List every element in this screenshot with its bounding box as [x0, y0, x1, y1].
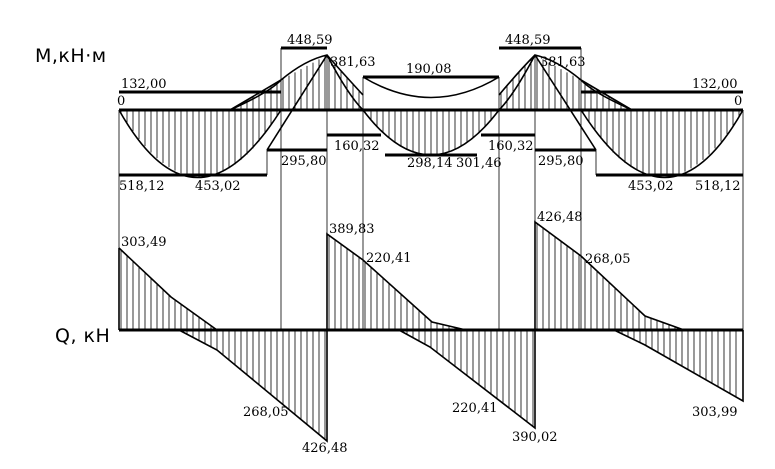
moment-value-label: 381,63: [540, 55, 586, 70]
moment-value-label: 132,00: [121, 77, 167, 92]
moment-hatching: [120, 56, 740, 177]
moment-curves: [118, 54, 744, 179]
moment-end-label-left: 0: [117, 94, 125, 109]
moment-value-label: 518,12: [119, 179, 165, 194]
moment-value-label: 453,02: [628, 179, 674, 194]
projection-lines: [118, 48, 744, 330]
shear-axis-title: Q, кН: [55, 325, 110, 347]
shear-value-label: 268,05: [585, 252, 631, 267]
moment-value-label: 295,80: [538, 154, 584, 169]
moment-bars: [119, 46, 743, 177]
moment-value-label: 160,32: [488, 139, 534, 154]
shear-value-label: 268,05: [243, 405, 289, 420]
shear-value-label: 220,41: [366, 251, 412, 266]
moment-value-label: 160,32: [334, 139, 380, 154]
moment-value-label: 381,63: [330, 55, 376, 70]
moment-value-label: 448,59: [287, 33, 333, 48]
shear-value-label: 390,02: [512, 430, 558, 445]
moment-value-label: 295,80: [281, 154, 327, 169]
moment-value-label: 132,00: [692, 77, 738, 92]
shear-value-label: 426,48: [537, 210, 583, 225]
moment-value-label: 453,02: [195, 179, 241, 194]
shear-value-label: 426,48: [302, 441, 348, 456]
moment-axis-title: M,кН·м: [35, 45, 107, 67]
shear-value-label: 303,49: [121, 235, 167, 250]
shear-value-label: 389,83: [329, 222, 375, 237]
moment-value-label: 301,46: [456, 156, 502, 171]
shear-value-label: 220,41: [452, 401, 498, 416]
shear-hatching: [120, 223, 737, 440]
moment-value-label: 518,12: [695, 179, 741, 194]
moment-value-label: 190,08: [406, 62, 452, 77]
moment-labels: 0 0 132,00 448,59 381,63 190,08 448,59 3…: [117, 33, 742, 194]
moment-value-label: 448,59: [505, 33, 551, 48]
shear-value-label: 303,99: [692, 405, 738, 420]
shear-outline: [118, 220, 744, 443]
shear-labels: 303,49 389,83 220,41 426,48 268,05 268,0…: [121, 210, 738, 456]
moment-end-label-right: 0: [734, 94, 742, 109]
moment-value-label: 298,14: [407, 156, 453, 171]
